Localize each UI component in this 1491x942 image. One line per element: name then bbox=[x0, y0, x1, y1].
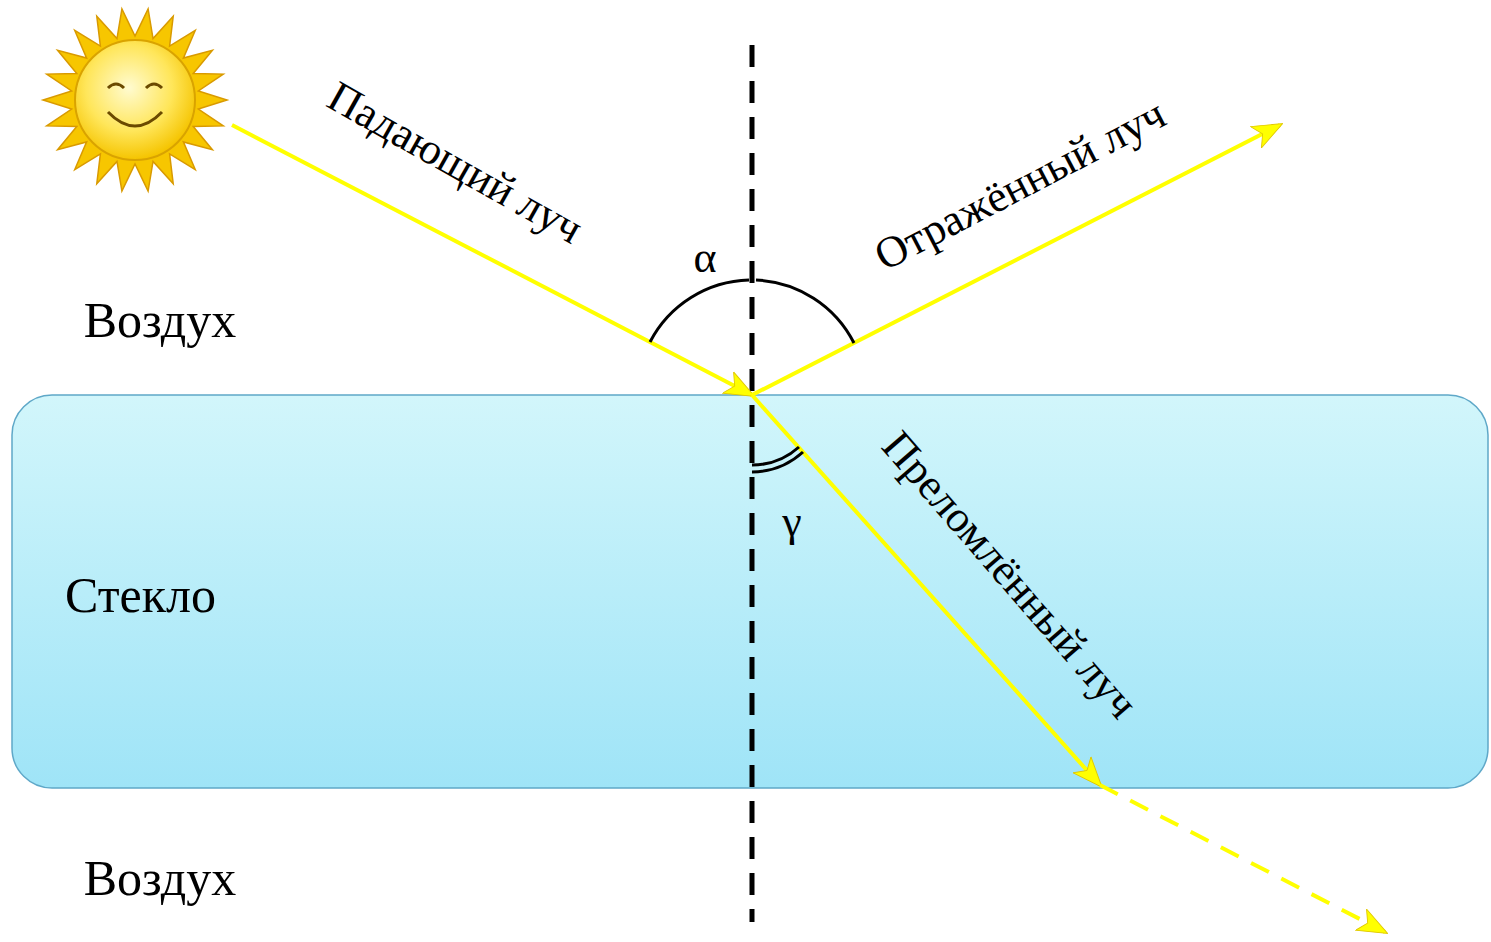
medium-name: Воздух bbox=[84, 851, 237, 906]
incidence-angle-arc bbox=[650, 280, 749, 342]
reflection-angle-arc bbox=[756, 280, 854, 343]
refraction-angle-arc bbox=[752, 452, 803, 472]
refraction-angle-arc bbox=[752, 447, 799, 465]
normal-line bbox=[750, 45, 755, 922]
angle-symbol: γ bbox=[782, 498, 801, 546]
ray-label: Отражённый луч bbox=[867, 90, 1173, 281]
angle-symbol: α bbox=[693, 234, 716, 282]
emerging-ray bbox=[1100, 785, 1385, 932]
sun-icon bbox=[43, 9, 227, 191]
medium-name: Воздух bbox=[84, 293, 237, 348]
ray-label: Падающий луч bbox=[319, 72, 590, 254]
medium-name: Стекло bbox=[65, 568, 216, 623]
glass-band: Стекло bbox=[12, 395, 1488, 788]
